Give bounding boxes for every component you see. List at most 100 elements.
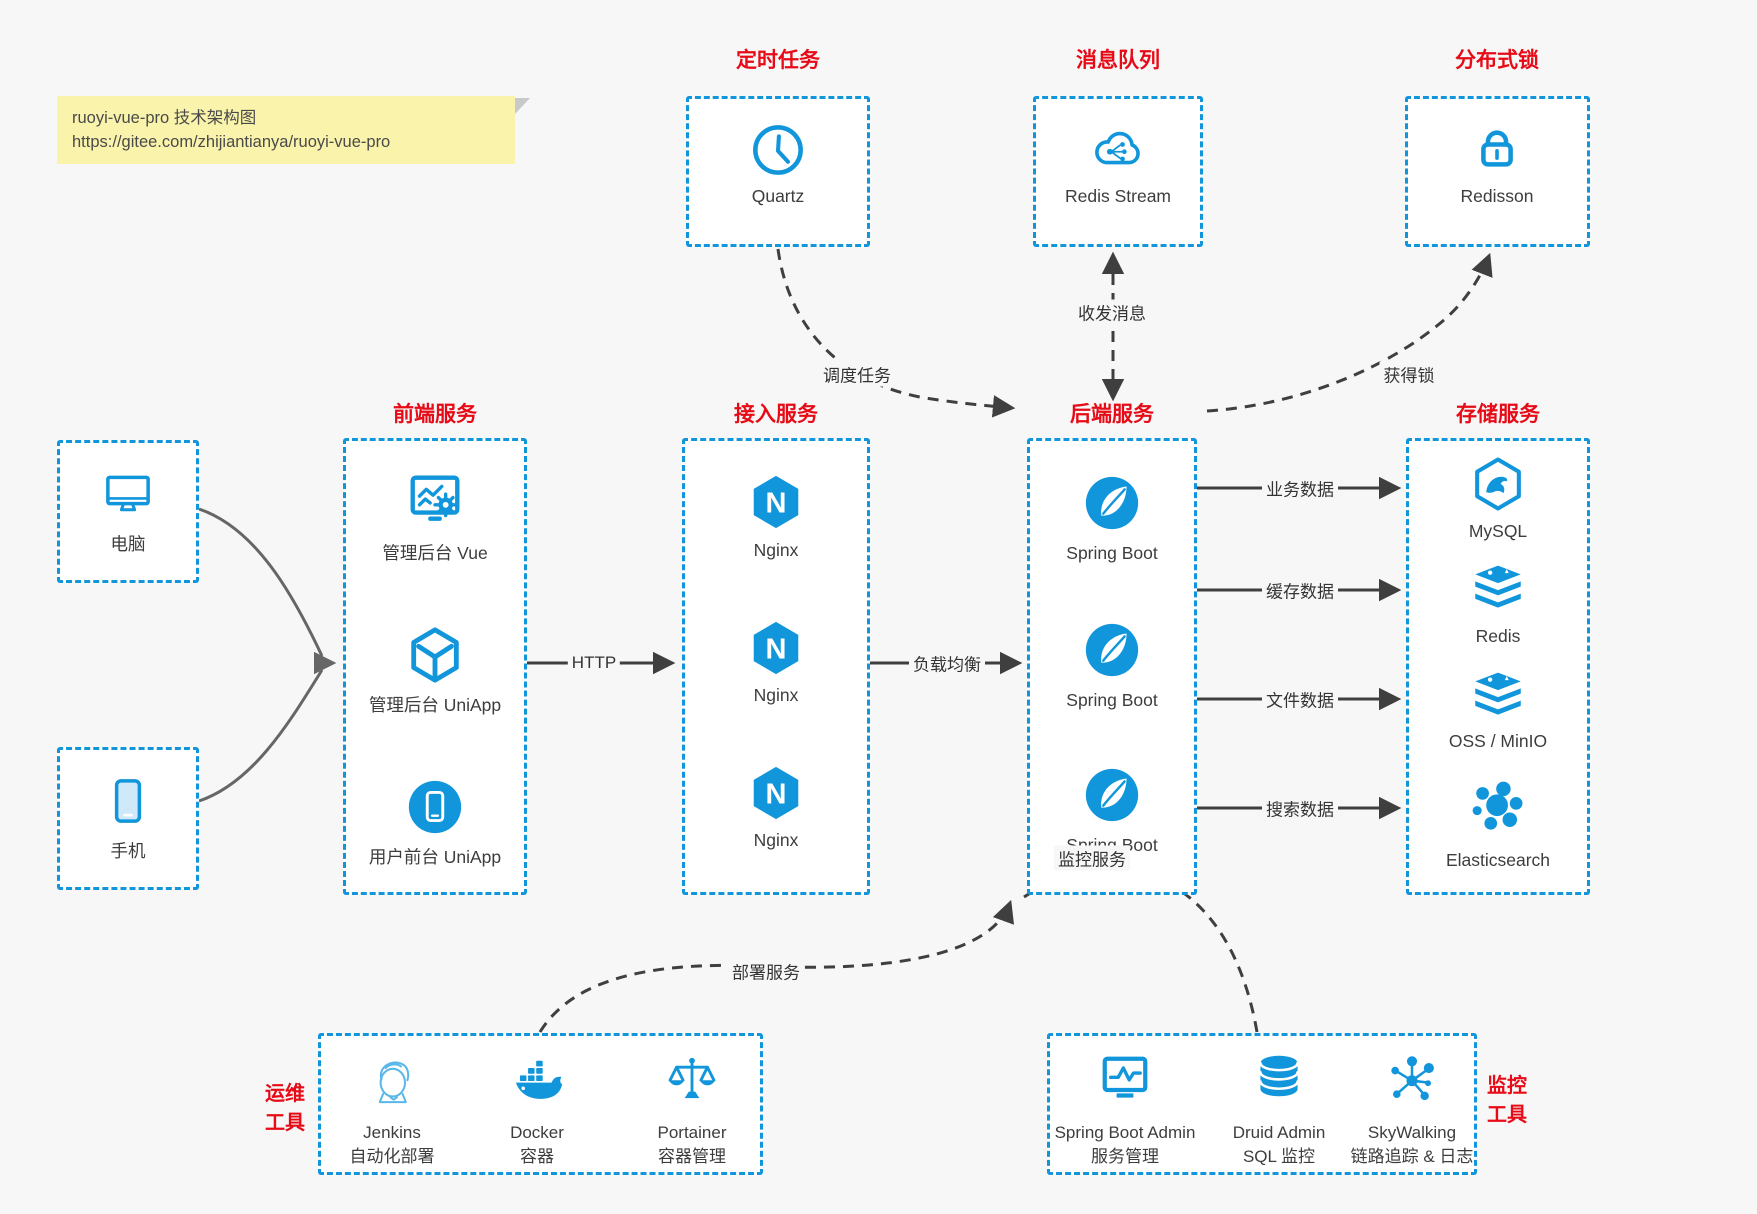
message-cloud-icon: [1089, 120, 1147, 178]
spring-boot-icon: [1081, 619, 1143, 681]
spring-boot-admin-desc: 服务管理: [1091, 1147, 1159, 1166]
node-label-user-uniapp: 用户前台 UniApp: [368, 847, 502, 867]
portainer-name: Portainer: [657, 1123, 727, 1142]
box-monitoring-tools: [1047, 1033, 1477, 1175]
edge-label-deploy-service: 部署服务: [728, 958, 804, 984]
monitoring-title-line1: 监控: [1487, 1075, 1527, 1097]
druid-desc: SQL 监控: [1242, 1147, 1316, 1166]
skywalking-name: SkyWalking: [1367, 1123, 1457, 1142]
node-label-mobile: 手机: [110, 841, 146, 861]
edge-label-business-data: 业务数据: [1262, 475, 1338, 501]
edge-mobile-to-frontend: [198, 669, 324, 803]
admin-vue-icon: [404, 469, 466, 531]
uniapp-cube-icon: [404, 624, 466, 686]
section-title-backend: 后端服务: [1070, 403, 1154, 426]
node-label-redis-stream: Redis Stream: [1064, 186, 1172, 206]
spring-boot-admin-icon: [1098, 1052, 1152, 1106]
nginx-icon: N: [745, 471, 807, 533]
druid-icon: [1252, 1052, 1306, 1106]
node-label-mysql: MySQL: [1468, 521, 1528, 541]
portainer-icon: [666, 1055, 718, 1107]
monitoring-title-line2: 工具: [1487, 1104, 1527, 1126]
node-label-admin-vue: 管理后台 Vue: [382, 543, 488, 563]
node-label-admin-uniapp: 管理后台 UniApp: [368, 695, 502, 715]
mysql-icon: [1469, 455, 1527, 513]
node-label-jenkins: Jenkins 自动化部署: [350, 1121, 435, 1169]
node-label-redis: Redis: [1475, 626, 1521, 646]
node-label-pc: 电脑: [110, 534, 146, 554]
note-line1: ruoyi-vue-pro 技术架构图: [72, 109, 257, 127]
edge-label-monitor-service: 监控服务: [1054, 845, 1130, 871]
druid-name: Druid Admin: [1232, 1123, 1326, 1142]
skywalking-icon: [1385, 1052, 1439, 1106]
node-label-docker: Docker 容器: [510, 1121, 564, 1169]
box-message-queue: [1033, 96, 1203, 247]
note-line2: https://gitee.com/zhijiantianya/ruoyi-vu…: [72, 133, 391, 151]
node-label-druid: Druid Admin SQL 监控: [1233, 1121, 1326, 1169]
section-title-distributed-lock: 分布式锁: [1455, 49, 1539, 72]
ops-title-line1: 运维: [265, 1083, 305, 1105]
lock-icon: [1468, 120, 1526, 178]
node-label-nginx-3: Nginx: [753, 830, 799, 850]
node-label-elasticsearch: Elasticsearch: [1445, 850, 1551, 870]
node-label-oss-minio: OSS / MinIO: [1448, 731, 1548, 751]
spring-boot-icon: [1081, 764, 1143, 826]
jenkins-icon: [366, 1055, 418, 1107]
box-ops-tools: [318, 1033, 763, 1175]
box-pc: [57, 440, 199, 583]
nginx-letter: N: [766, 634, 787, 666]
node-label-redisson: Redisson: [1460, 186, 1534, 206]
node-label-spring-boot-1: Spring Boot: [1066, 543, 1158, 563]
elasticsearch-icon: [1469, 778, 1527, 836]
edge-dispatch-task: [776, 248, 1016, 418]
node-label-portainer: Portainer 容器管理: [658, 1121, 727, 1169]
docker-name: Docker: [510, 1123, 564, 1142]
spring-boot-icon: [1081, 472, 1143, 534]
title-note: ruoyi-vue-pro 技术架构图 https://gitee.com/zh…: [57, 96, 530, 164]
section-title-storage: 存储服务: [1456, 403, 1540, 426]
edge-label-http: HTTP: [567, 653, 621, 673]
nginx-letter: N: [766, 488, 787, 520]
desktop-icon: [100, 466, 156, 522]
section-title-frontend: 前端服务: [393, 403, 477, 426]
node-label-nginx-1: Nginx: [753, 540, 799, 560]
node-label-skywalking: SkyWalking 链路追踪 & 日志: [1351, 1121, 1474, 1169]
box-storage: [1406, 438, 1590, 895]
node-label-quartz: Quartz: [751, 186, 805, 206]
skywalking-desc: 链路追踪 & 日志: [1350, 1147, 1474, 1166]
box-distributed-lock: [1405, 96, 1590, 247]
edge-label-file-data: 文件数据: [1262, 686, 1338, 712]
portainer-desc: 容器管理: [657, 1147, 726, 1166]
note-fold: [515, 98, 530, 114]
edge-label-load-balance: 负载均衡: [909, 650, 985, 676]
edge-label-dispatch-task: 调度任务: [819, 361, 895, 387]
node-label-spring-boot-admin: Spring Boot Admin 服务管理: [1055, 1121, 1196, 1169]
node-label-spring-boot-2: Spring Boot: [1066, 690, 1158, 710]
section-title-ops-tools: 运维 工具: [243, 1080, 327, 1138]
oss-icon: [1470, 670, 1526, 726]
edge-acquire-lock: [1206, 252, 1493, 413]
edge-label-search-data: 搜索数据: [1262, 795, 1338, 821]
section-title-monitoring-tools: 监控 工具: [1465, 1072, 1549, 1130]
redis-icon: [1470, 563, 1526, 619]
jenkins-desc: 自动化部署: [349, 1147, 435, 1166]
user-app-icon: [404, 776, 466, 838]
ops-title-line2: 工具: [265, 1112, 305, 1134]
spring-boot-admin-name: Spring Boot Admin: [1054, 1123, 1196, 1142]
edge-pc-to-frontend: [198, 507, 324, 657]
section-title-message-queue: 消息队列: [1076, 49, 1160, 72]
nginx-letter: N: [766, 779, 787, 811]
docker-desc: 容器: [519, 1147, 554, 1166]
nginx-icon: N: [745, 617, 807, 679]
node-label-nginx-2: Nginx: [753, 685, 799, 705]
section-title-scheduled-task: 定时任务: [736, 49, 820, 72]
docker-icon: [511, 1055, 563, 1107]
edge-label-cache-data: 缓存数据: [1262, 577, 1338, 603]
edge-label-send-receive: 收发消息: [1074, 299, 1150, 325]
clock-icon: [749, 121, 807, 179]
nginx-icon: N: [745, 762, 807, 824]
jenkins-name: Jenkins: [363, 1123, 421, 1142]
edge-deploy-service: [538, 899, 1015, 1033]
edge-label-acquire-lock: 获得锁: [1379, 361, 1439, 387]
